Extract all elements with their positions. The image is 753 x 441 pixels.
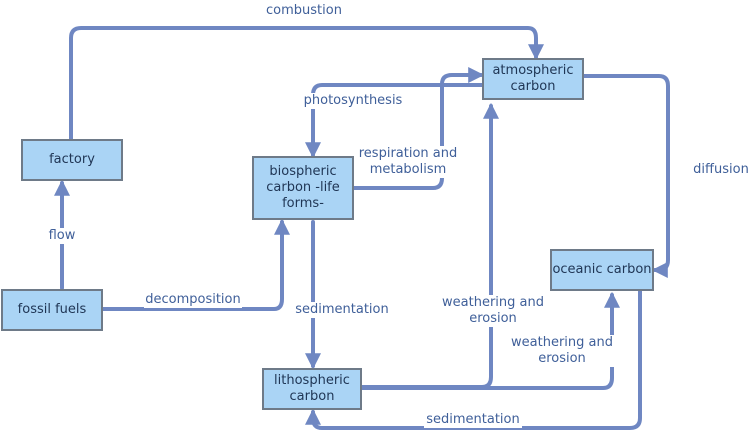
edge-decomposition — [100, 218, 290, 311]
label-photosynthesis: photosynthesis — [300, 93, 406, 109]
label-sedimentation-bio: sedimentation — [294, 302, 390, 318]
label-decomposition: decomposition — [144, 292, 242, 308]
label-combustion: combustion — [264, 3, 344, 19]
node-fossil-fuels: fossil fuels — [1, 289, 103, 331]
node-atmospheric-carbon: atmospheric carbon — [482, 58, 584, 100]
label-weathering-atm: weathering and erosion — [440, 295, 546, 327]
label-diffusion: diffusion — [690, 162, 752, 178]
node-oceanic-carbon: oceanic carbon — [550, 249, 654, 291]
edge-respiration — [352, 67, 485, 190]
label-sedimentation-ocean: sedimentation — [424, 412, 522, 428]
label-respiration-metabolism: respiration and metabolism — [355, 146, 461, 178]
node-factory: factory — [21, 139, 123, 181]
edge-combustion — [69, 26, 544, 141]
label-weathering-ocean: weathering and erosion — [509, 335, 615, 367]
edge-diffusion — [582, 74, 670, 278]
label-flow: flow — [45, 228, 79, 244]
edge-sedimentation-ocean — [305, 289, 642, 430]
edge-weathering-ocean — [360, 291, 620, 390]
node-biospheric-carbon: biospheric carbon -life forms- — [252, 156, 354, 220]
node-lithospheric-carbon: lithospheric carbon — [262, 368, 362, 410]
